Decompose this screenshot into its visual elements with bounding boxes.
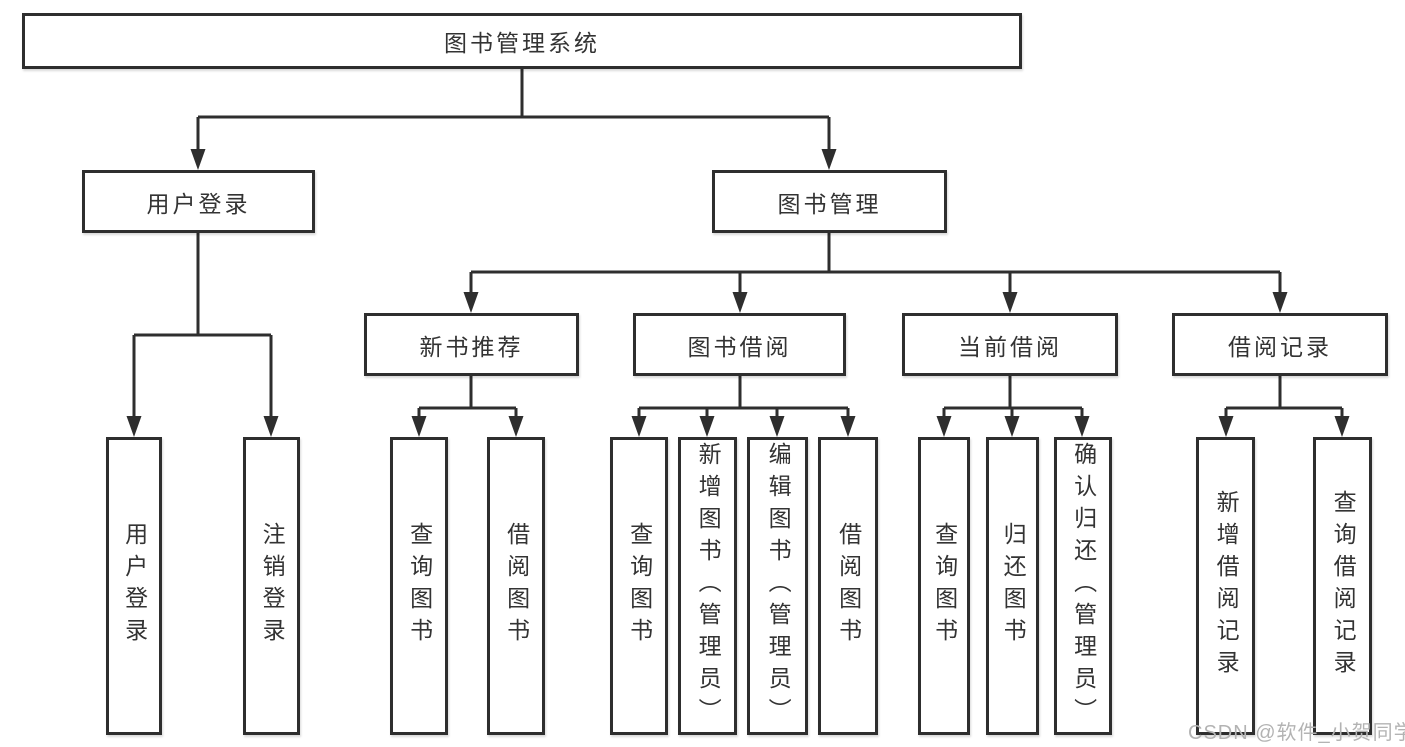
leaf-user-login: 用户登录	[106, 437, 162, 735]
csdn-watermark: CSDN @软件_小贺同学	[1188, 722, 1405, 744]
leaf-borrow-query-books: 查询图书	[610, 437, 668, 735]
leaf-logout: 注销登录	[243, 437, 300, 735]
node-label: 用户登录	[121, 522, 148, 650]
node-label: 借阅记录	[1228, 333, 1332, 360]
node-label: 查询借阅记录	[1330, 490, 1357, 682]
node-label: 归还图书	[1000, 522, 1027, 650]
node-book-borrow: 图书借阅	[633, 313, 846, 376]
leaf-current-query-books: 查询图书	[918, 437, 970, 735]
node-label: 查询图书	[931, 522, 958, 650]
node-label: 图书管理系统	[444, 30, 600, 56]
leaf-borrow-borrow-books: 借阅图书	[818, 437, 878, 735]
node-label: 用户登录	[146, 190, 251, 217]
leaf-records-add-record: 新增借阅记录	[1196, 437, 1255, 735]
node-borrow-records: 借阅记录	[1172, 313, 1388, 376]
leaf-borrow-add-books-admin: 新增图书（管理员）	[678, 437, 737, 735]
node-user-login: 用户登录	[82, 170, 315, 233]
node-label: 新书推荐	[419, 333, 524, 360]
node-label: 查询图书	[406, 522, 433, 650]
node-label: 借阅图书	[835, 522, 862, 650]
leaf-current-confirm-return-admin: 确认归还（管理员）	[1054, 437, 1112, 735]
leaf-recommend-query-books: 查询图书	[390, 437, 448, 735]
node-label: 查询图书	[626, 522, 653, 650]
node-book-management: 图书管理	[712, 170, 947, 233]
node-label: 图书借阅	[687, 333, 792, 360]
node-label: 注销登录	[259, 522, 286, 650]
leaf-records-query-record: 查询借阅记录	[1313, 437, 1372, 735]
node-label: 确认归还（管理员）	[1070, 442, 1097, 730]
node-label: 新增图书（管理员）	[695, 442, 722, 730]
node-label: 编辑图书（管理员）	[765, 442, 792, 730]
leaf-borrow-edit-books-admin: 编辑图书（管理员）	[747, 437, 808, 735]
leaf-current-return-books: 归还图书	[986, 437, 1039, 735]
node-label: 借阅图书	[503, 522, 530, 650]
node-label: 当前借阅	[958, 333, 1062, 360]
leaf-recommend-borrow-books: 借阅图书	[487, 437, 545, 735]
node-current-borrow: 当前借阅	[902, 313, 1118, 376]
node-label: 图书管理	[777, 190, 882, 217]
node-library-management-system: 图书管理系统	[22, 13, 1022, 69]
node-new-book-recommend: 新书推荐	[364, 313, 579, 376]
node-label: 新增借阅记录	[1213, 490, 1240, 682]
